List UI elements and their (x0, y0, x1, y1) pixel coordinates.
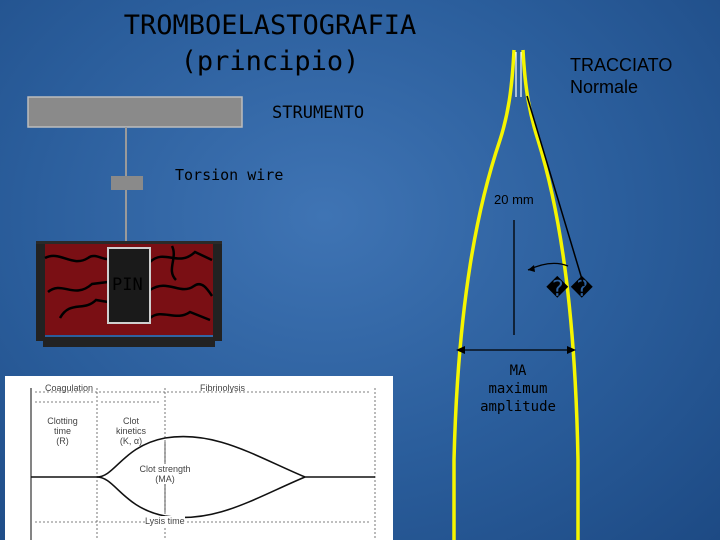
alpha-tangent (526, 95, 585, 287)
teg-graph-svg (30, 388, 376, 540)
pin-label: PIN (112, 275, 143, 295)
r-20mm-label: 20 mm (494, 192, 534, 207)
trace-title: TRACCIATO Normale (570, 54, 672, 98)
wire-block (111, 176, 143, 190)
ma-arrow (456, 346, 576, 354)
instrument-label: STRUMENTO (272, 103, 365, 123)
teg-lysis-time-label: Lysis time (145, 516, 185, 526)
teg-clot-strength-label: Clot strength (MA) (130, 464, 200, 484)
trace-title-line-2: Normale (570, 77, 639, 97)
teg-clot-kinetics-label: Clot kinetics (K, α) (115, 416, 146, 446)
trace-title-line-1: TRACCIATO (570, 55, 673, 75)
ma-label-line-1: MA (509, 363, 527, 379)
instrument-bar (27, 96, 243, 128)
teg-graph-panel: Coagulation Fibrinolysis Clotting time (… (5, 376, 393, 540)
slide-title: TROMBOELASTOGRAFIA (principio) (60, 8, 480, 80)
title-line-2: (principio) (180, 46, 360, 77)
torsion-wire-label: Torsion wire (175, 166, 284, 184)
pin (107, 247, 151, 324)
alpha-angle-label: �� (546, 277, 596, 302)
teg-coagulation-label: Coagulation (45, 383, 94, 393)
ma-label-line-2: maximum (488, 381, 548, 397)
ma-label-line-3: amplitude (480, 399, 556, 415)
title-line-1: TROMBOELASTOGRAFIA (123, 10, 417, 41)
teg-clotting-time-label: Clotting time (R) (47, 416, 78, 446)
ma-label: MA maximum amplitude (470, 362, 566, 416)
teg-fibrinolysis-label: Fibrinolysis (200, 383, 246, 393)
